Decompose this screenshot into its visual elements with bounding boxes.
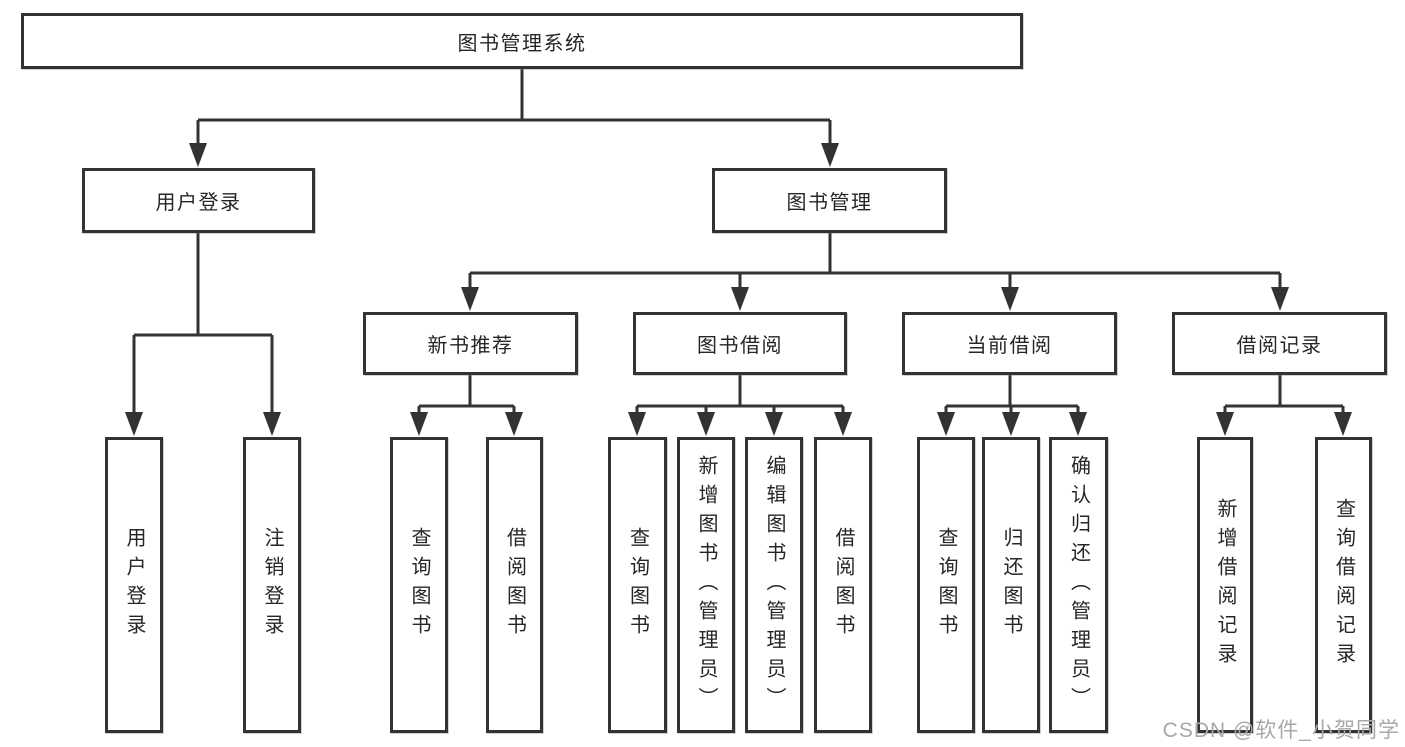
- leaf-query-books-current: 查询图书: [917, 437, 975, 733]
- node-label: 当前借阅: [966, 335, 1053, 357]
- leaf-label: 借阅图书: [503, 527, 526, 643]
- edges-mgmt-to-level3: [461, 233, 1289, 311]
- edges-root-to-level2: [189, 69, 839, 167]
- leaf-edit-books-admin: 编辑图书（管理员）: [745, 437, 803, 733]
- leaf-label: 查询图书: [408, 527, 430, 643]
- node-book-management-branch: 图书管理: [712, 168, 947, 233]
- node-label: 图书管理: [786, 192, 873, 214]
- edges-current-to-leaves: [937, 375, 1087, 436]
- leaf-label: 编辑图书（管理员）: [763, 454, 785, 716]
- leaf-return-books: 归还图书: [982, 437, 1040, 733]
- node-label: 图书管理系统: [457, 32, 587, 55]
- node-borrowing-records: 借阅记录: [1172, 312, 1387, 375]
- leaf-borrow-books-newbook: 借阅图书: [486, 437, 543, 733]
- node-user-login-branch: 用户登录: [82, 168, 315, 233]
- leaf-label: 注销登录: [261, 527, 283, 643]
- leaf-label: 确认归还（管理员）: [1067, 454, 1090, 716]
- leaf-add-borrow-record: 新增借阅记录: [1197, 437, 1253, 733]
- node-label: 新书推荐: [427, 335, 514, 357]
- leaf-borrow-books: 借阅图书: [814, 437, 872, 733]
- leaf-query-books-borrow: 查询图书: [608, 437, 667, 733]
- leaf-label: 归还图书: [1000, 527, 1022, 643]
- leaf-logout: 注销登录: [243, 437, 301, 733]
- node-new-book-recommendation: 新书推荐: [363, 312, 578, 375]
- leaf-query-borrow-record: 查询借阅记录: [1315, 437, 1372, 733]
- leaf-label: 查询图书: [935, 527, 957, 643]
- node-label: 图书借阅: [697, 335, 783, 357]
- edges-borrow-to-leaves: [628, 375, 852, 436]
- leaf-label: 借阅图书: [832, 527, 854, 643]
- leaf-label: 用户登录: [123, 527, 145, 643]
- node-label: 用户登录: [155, 192, 242, 214]
- leaf-user-login: 用户登录: [105, 437, 163, 733]
- leaf-label: 查询借阅记录: [1332, 498, 1355, 672]
- node-root-book-management-system: 图书管理系统: [21, 13, 1023, 69]
- node-current-borrowing: 当前借阅: [902, 312, 1117, 375]
- leaf-label: 新增借阅记录: [1214, 498, 1236, 672]
- leaf-label: 查询图书: [626, 527, 649, 643]
- leaf-add-books-admin: 新增图书（管理员）: [677, 437, 735, 733]
- leaf-confirm-return-admin: 确认归还（管理员）: [1049, 437, 1108, 733]
- edges-newbook-to-leaves: [410, 375, 523, 436]
- leaf-query-books-newbook: 查询图书: [390, 437, 448, 733]
- node-label: 借阅记录: [1236, 335, 1323, 357]
- leaf-label: 新增图书（管理员）: [695, 454, 717, 716]
- edges-login-to-leaves: [125, 233, 281, 436]
- node-book-borrowing: 图书借阅: [633, 312, 847, 375]
- edges-records-to-leaves: [1216, 375, 1352, 436]
